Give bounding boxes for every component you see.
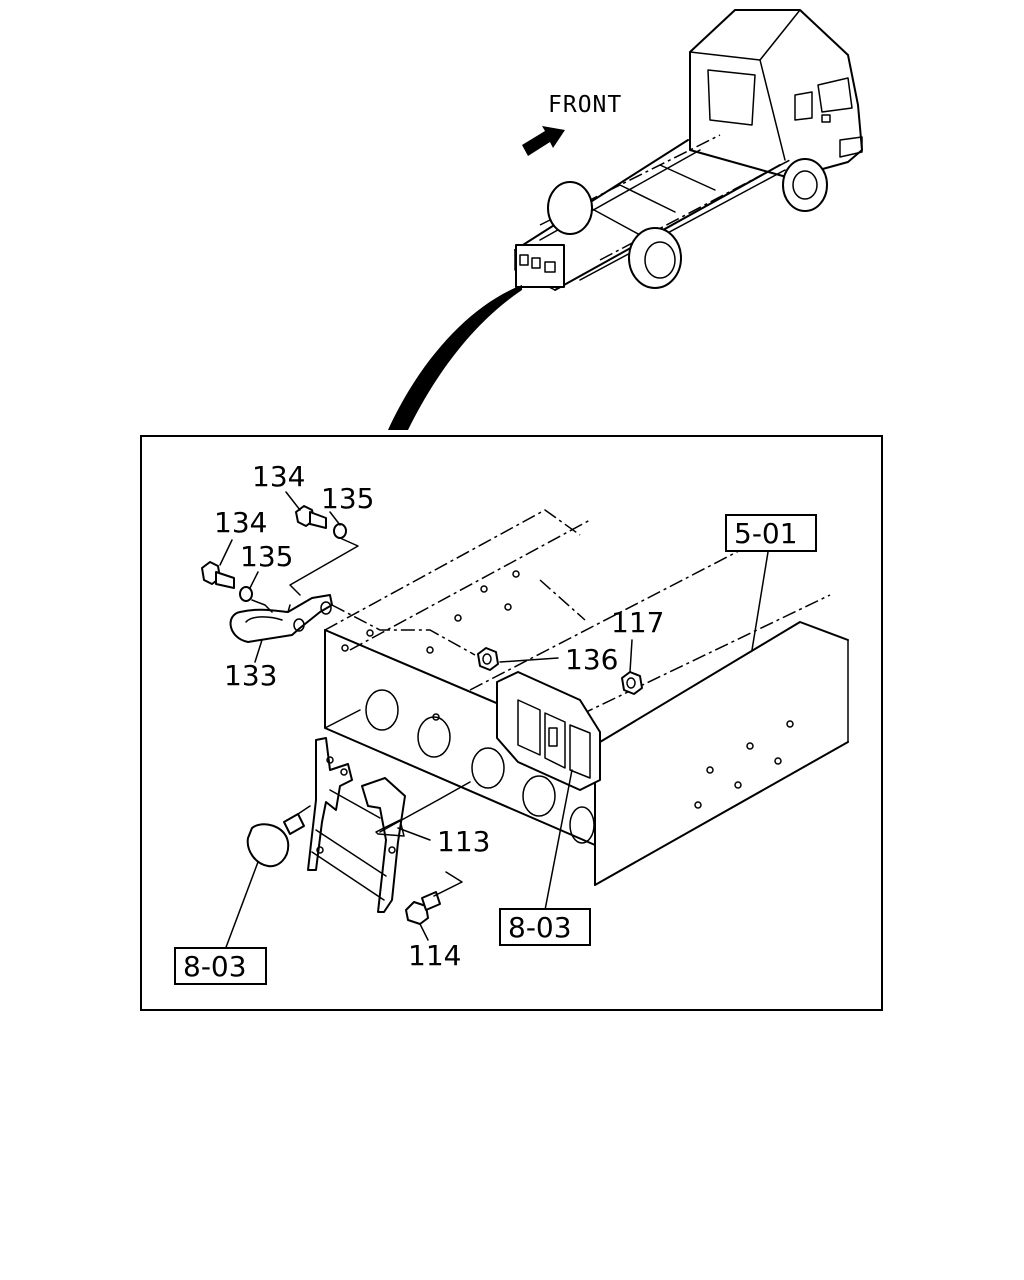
- reference-box-8-03-right: 8-03: [499, 908, 591, 946]
- reference-box-5-01: 5-01: [725, 514, 817, 552]
- callout-135-lower: 135: [240, 540, 293, 573]
- bracket-part-113: [307, 737, 406, 913]
- front-label: FRONT: [548, 92, 622, 118]
- detail-frame: [140, 435, 883, 1011]
- callout-134-upper: 134: [252, 460, 305, 493]
- washer-part-135-lower: [239, 586, 253, 602]
- reference-8-03-right: 8-03: [508, 911, 572, 944]
- reference-box-8-03-left: 8-03: [174, 947, 267, 985]
- reference-5-01: 5-01: [734, 517, 798, 550]
- callout-133: 133: [224, 659, 277, 692]
- washer-part-135-upper: [333, 523, 347, 539]
- nut-part-117: [621, 671, 643, 695]
- nut-part-136: [477, 647, 499, 671]
- leader-lines: [219, 491, 769, 951]
- callout-134-lower: 134: [214, 506, 267, 539]
- callout-117: 117: [611, 606, 664, 639]
- reference-8-03-left: 8-03: [183, 950, 247, 983]
- bolt-part-134-lower: [201, 561, 235, 589]
- callout-113: 113: [437, 825, 490, 858]
- callout-114: 114: [408, 939, 461, 972]
- lamp-component: [246, 805, 311, 868]
- frame-rail-assembly: [324, 509, 849, 886]
- bolt-part-134-upper: [295, 505, 327, 529]
- truck-overview: [514, 9, 863, 291]
- callout-136: 136: [565, 643, 618, 676]
- callout-135-upper: 135: [321, 482, 374, 515]
- detail-pointer-arrow: [388, 285, 522, 430]
- tow-hook-part-133: [229, 594, 333, 643]
- bolt-part-114: [405, 891, 441, 925]
